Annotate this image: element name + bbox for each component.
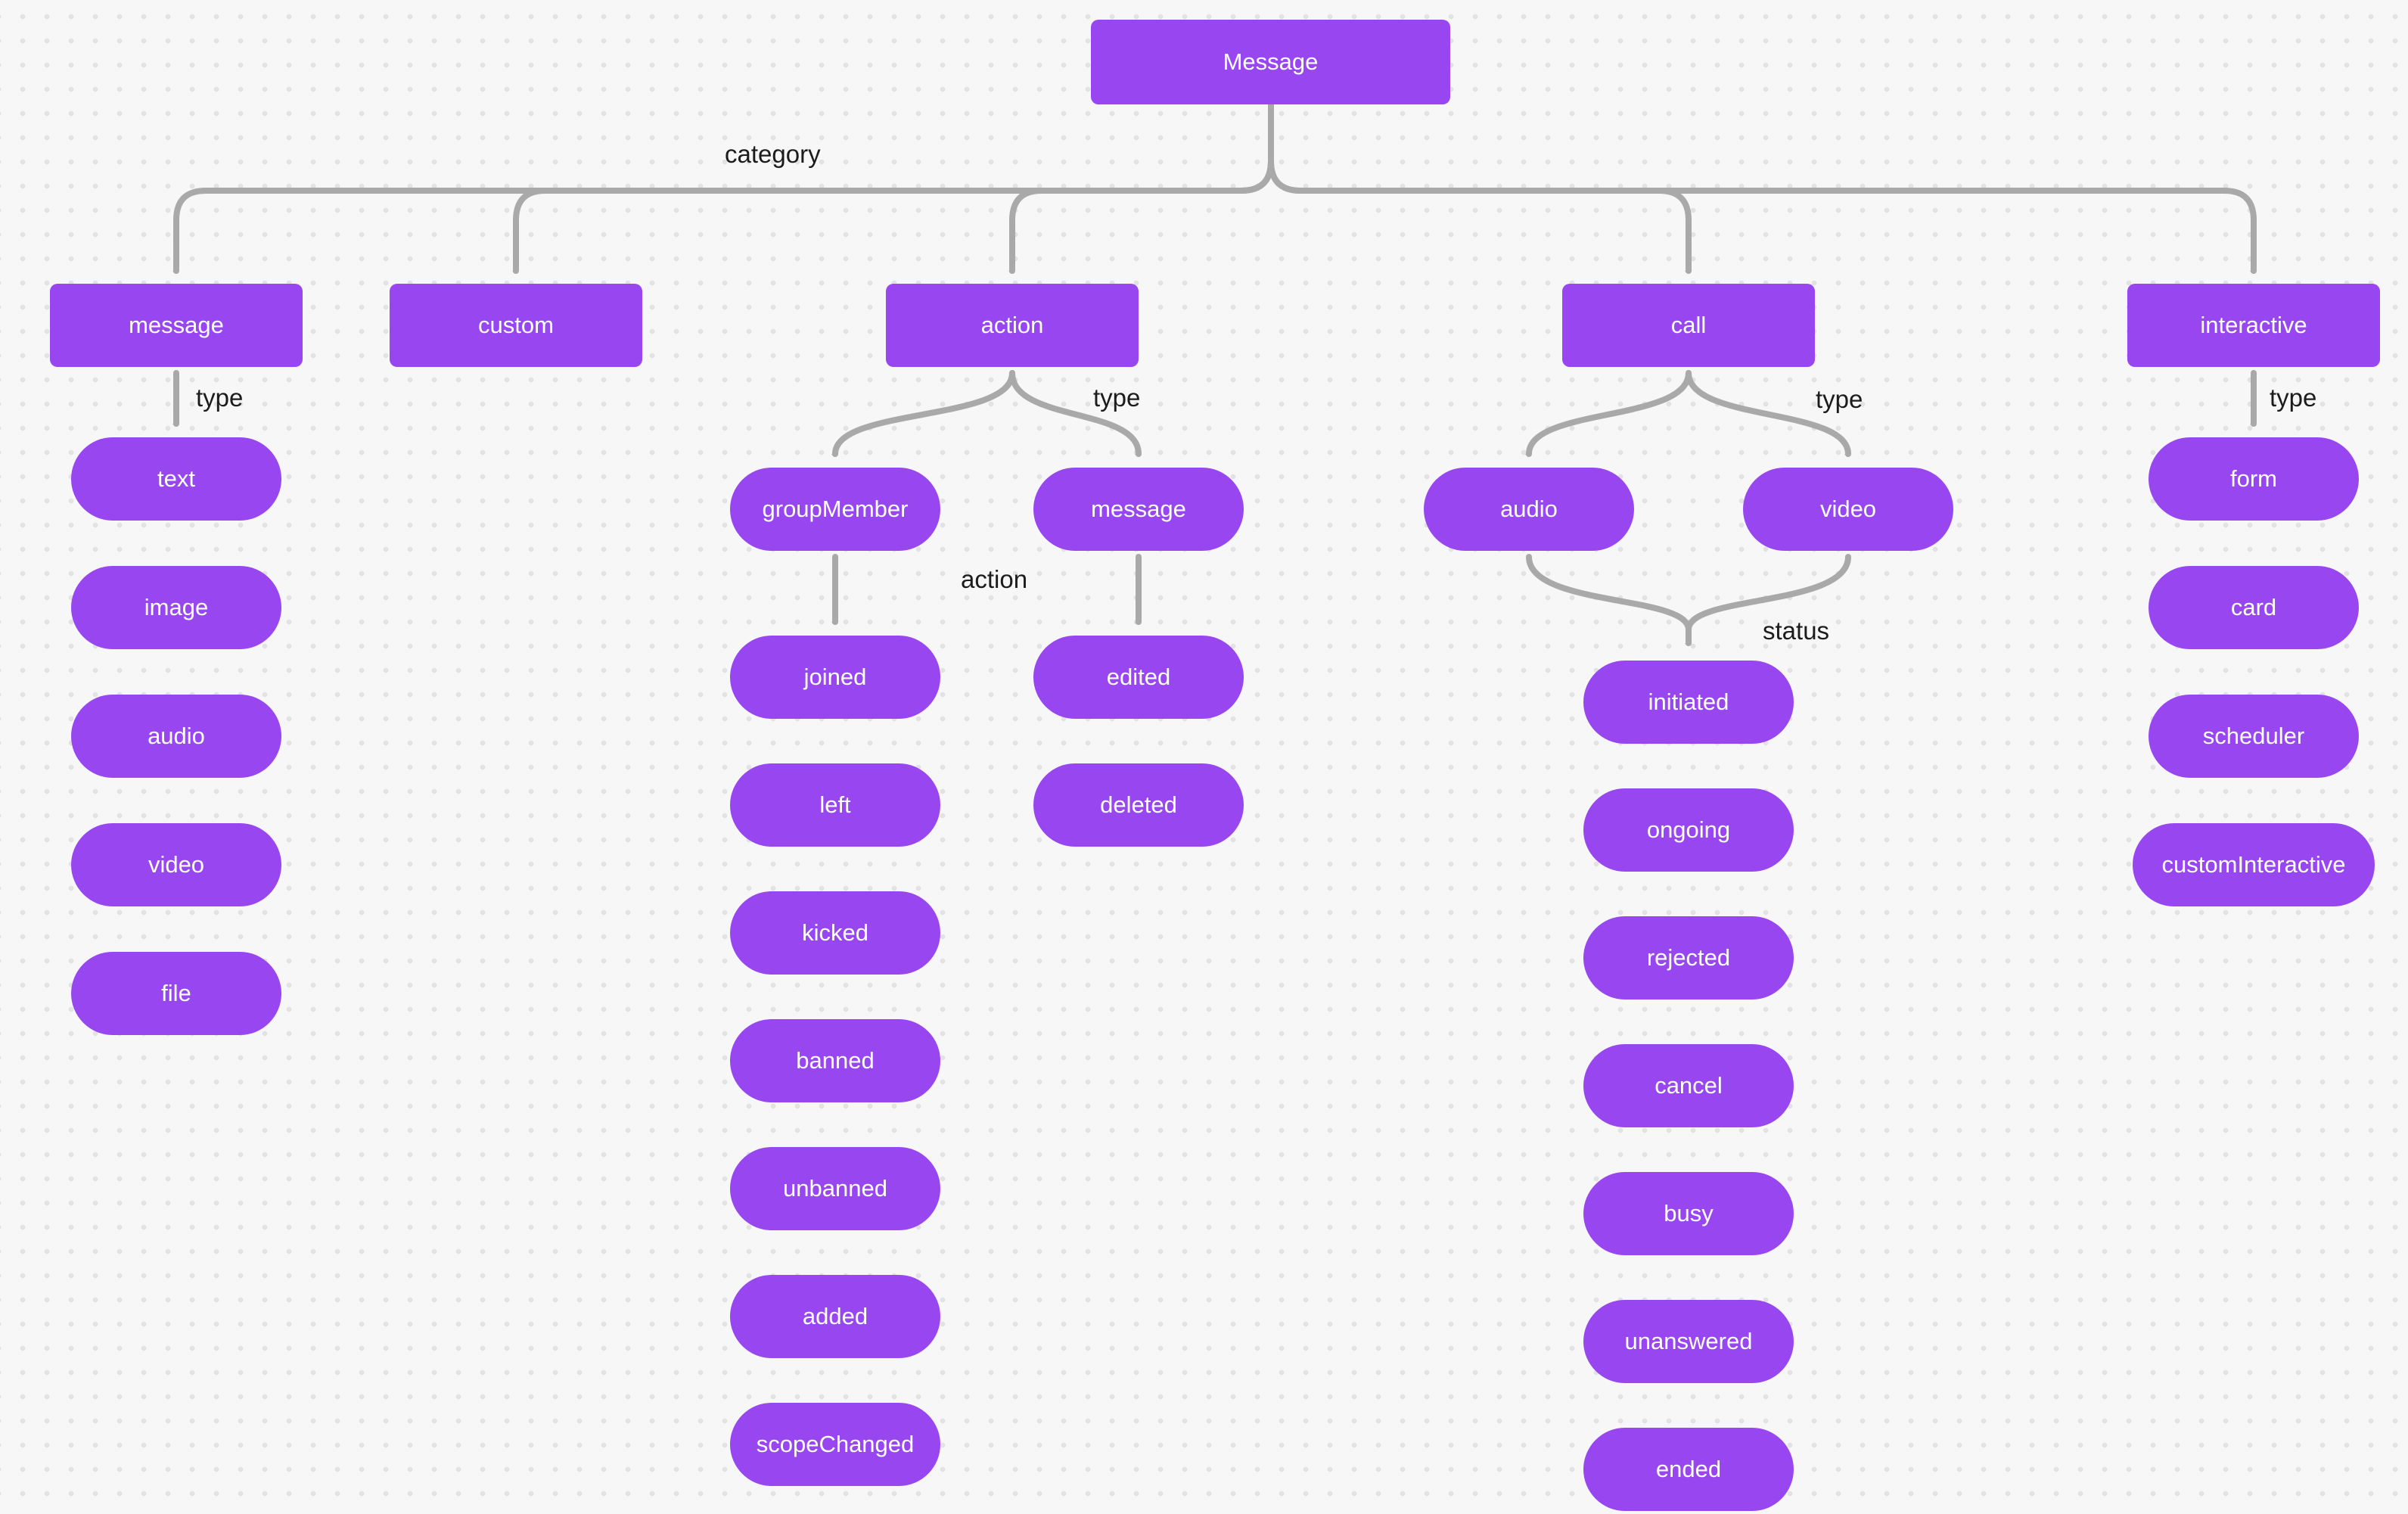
node-action-edited[interactable]: edited — [1033, 636, 1244, 719]
node-action-joined[interactable]: joined — [730, 636, 940, 719]
node-root-message[interactable]: Message — [1091, 20, 1450, 104]
node-category-interactive[interactable]: interactive — [2127, 284, 2380, 367]
node-action-deleted[interactable]: deleted — [1033, 763, 1244, 847]
edge-label-message-type[interactable]: type — [196, 384, 244, 412]
node-interactive-type-custominteractive[interactable]: customInteractive — [2133, 823, 2375, 906]
node-interactive-type-form[interactable]: form — [2149, 437, 2359, 521]
node-call-status-initiated[interactable]: initiated — [1583, 661, 1794, 744]
node-call-status-rejected[interactable]: rejected — [1583, 916, 1794, 999]
node-category-call[interactable]: call — [1562, 284, 1815, 367]
node-call-status-ongoing[interactable]: ongoing — [1583, 788, 1794, 872]
node-call-status-cancel[interactable]: cancel — [1583, 1044, 1794, 1127]
node-message-type-file[interactable]: file — [71, 952, 281, 1035]
edge-label-call-status[interactable]: status — [1763, 617, 1830, 645]
node-call-status-ended[interactable]: ended — [1583, 1428, 1794, 1511]
node-action-type-message[interactable]: message — [1033, 468, 1244, 551]
node-message-type-text[interactable]: text — [71, 437, 281, 521]
edge-root-to-custom — [516, 101, 1274, 274]
node-action-kicked[interactable]: kicked — [730, 891, 940, 975]
node-category-message[interactable]: message — [50, 284, 303, 367]
node-message-type-video[interactable]: video — [71, 823, 281, 906]
node-interactive-type-scheduler[interactable]: scheduler — [2149, 695, 2359, 778]
edge-root-to-interactive — [1268, 101, 2257, 274]
node-interactive-type-card[interactable]: card — [2149, 566, 2359, 649]
edge-label-category[interactable]: category — [725, 140, 821, 168]
edge-action-to-groupmember — [835, 370, 1015, 457]
node-call-status-unanswered[interactable]: unanswered — [1583, 1300, 1794, 1383]
edge-root-to-message — [176, 101, 1274, 274]
node-action-left[interactable]: left — [730, 763, 940, 847]
node-category-custom[interactable]: custom — [390, 284, 642, 367]
node-call-type-video[interactable]: video — [1743, 468, 1953, 551]
node-action-type-groupmember[interactable]: groupMember — [730, 468, 940, 551]
node-call-type-audio[interactable]: audio — [1424, 468, 1634, 551]
edge-call-to-audio — [1529, 370, 1692, 457]
edge-label-action-action[interactable]: action — [961, 565, 1028, 593]
edge-label-interactive-type[interactable]: type — [2270, 384, 2317, 412]
edge-label-call-type[interactable]: type — [1816, 385, 1863, 413]
node-category-action[interactable]: action — [886, 284, 1139, 367]
edge-label-action-type[interactable]: type — [1093, 384, 1141, 412]
node-message-type-image[interactable]: image — [71, 566, 281, 649]
node-message-type-audio[interactable]: audio — [71, 695, 281, 778]
edge-root-to-action — [1012, 101, 1274, 274]
edge-root-to-call — [1268, 101, 1692, 274]
node-action-added[interactable]: added — [730, 1275, 940, 1358]
node-action-banned[interactable]: banned — [730, 1019, 940, 1102]
node-action-scopechanged[interactable]: scopeChanged — [730, 1403, 940, 1486]
node-call-status-busy[interactable]: busy — [1583, 1172, 1794, 1255]
edge-audio-merge — [1526, 554, 1692, 633]
node-action-unbanned[interactable]: unbanned — [730, 1147, 940, 1230]
